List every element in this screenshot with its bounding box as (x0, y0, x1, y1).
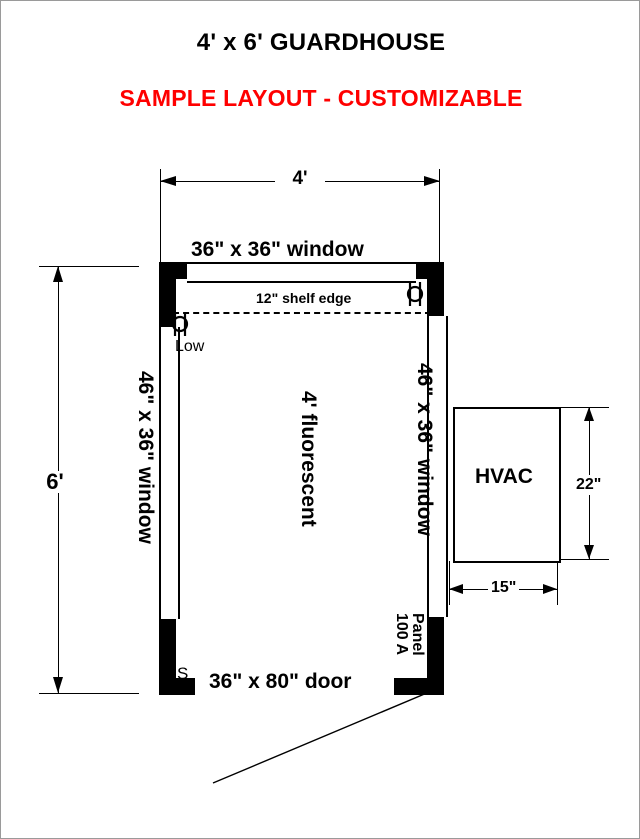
dim-hvac-height-arrow-bottom (584, 545, 594, 559)
window-left-glass (159, 327, 180, 619)
wall-left-lower-segment (159, 619, 176, 695)
dim-hvac-height-ext-top (561, 407, 609, 408)
dim-top-ext-right (439, 169, 440, 265)
dim-hvac-depth-ext-right (557, 561, 558, 605)
page-subtitle: SAMPLE LAYOUT - CUSTOMIZABLE (119, 85, 523, 111)
shelf-edge-label: 12" shelf edge (253, 291, 355, 305)
hvac-label: HVAC (475, 465, 533, 488)
dim-hvac-depth-arrow-right (543, 584, 557, 594)
duplex-outlet-low-icon (171, 312, 189, 336)
switch-label: S (177, 664, 189, 683)
duplex-outlet-icon (406, 282, 424, 306)
low-outlet-label: Low (175, 338, 205, 355)
dim-hvac-height-ext-bottom (561, 559, 609, 560)
dim-left-label: 6' (34, 471, 76, 493)
wall-right-lower-segment (427, 617, 444, 695)
page-title: 4' x 6' GUARDHOUSE (196, 29, 446, 56)
dim-hvac-depth-ext-left (449, 561, 450, 605)
top-window-label: 36" x 36" window (191, 238, 364, 261)
dim-left-ext-bottom (39, 693, 139, 694)
fluorescent-light-label: 4' fluorescent (297, 391, 320, 527)
door-label: 36" x 80" door (209, 670, 352, 693)
hvac-unit-box (453, 407, 561, 563)
dim-left-ext-top (39, 266, 139, 267)
door-swing-icon (212, 689, 435, 784)
window-right-glass (427, 316, 448, 617)
dim-hvac-height-arrow-top (584, 407, 594, 421)
dim-left-arrow-top (53, 266, 63, 282)
dim-hvac-depth-arrow-left (449, 584, 463, 594)
window-top-glass (187, 262, 416, 283)
dim-top-ext-left (160, 169, 161, 265)
dim-top-arrow-right (424, 176, 440, 186)
left-window-label: 46" x 36" window (134, 371, 157, 544)
wall-right-upper-segment (427, 262, 444, 316)
right-window-label: 46" x 36" window (413, 363, 436, 536)
panel-label-line1: Panel (409, 613, 426, 656)
dim-hvac-depth-label: 15" (488, 579, 520, 597)
dim-hvac-height-label: 22" (575, 475, 603, 495)
dim-top-label: 4' (275, 169, 325, 188)
shelf-edge-line (173, 312, 431, 314)
panel-label-line2: 100 A (393, 613, 410, 656)
wall-left-upper-segment (159, 262, 176, 327)
dim-top-arrow-left (160, 176, 176, 186)
wall-bottom-left-jamb (159, 678, 195, 695)
dim-left-arrow-bottom (53, 677, 63, 693)
